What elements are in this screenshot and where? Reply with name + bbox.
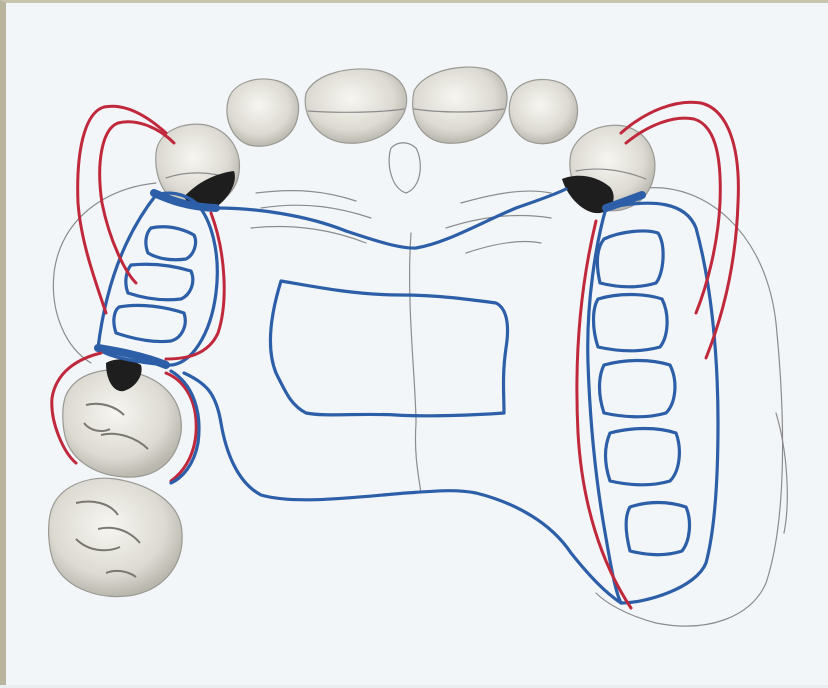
- anterior-teeth: [227, 67, 578, 146]
- retention-grid-right: [588, 195, 718, 603]
- left-molars: [49, 370, 183, 597]
- tooth-canine-left: [227, 79, 299, 146]
- tooth-canine-right: [509, 79, 577, 143]
- major-connector: [184, 189, 621, 603]
- tooth-lateral-left: [305, 69, 406, 143]
- tooth-molar-left: [49, 478, 183, 596]
- rpd-framework-diagram: [6, 3, 828, 688]
- tooth-lateral-right: [413, 67, 507, 143]
- palatal-window: [271, 281, 508, 416]
- retention-grid-left: [98, 193, 217, 365]
